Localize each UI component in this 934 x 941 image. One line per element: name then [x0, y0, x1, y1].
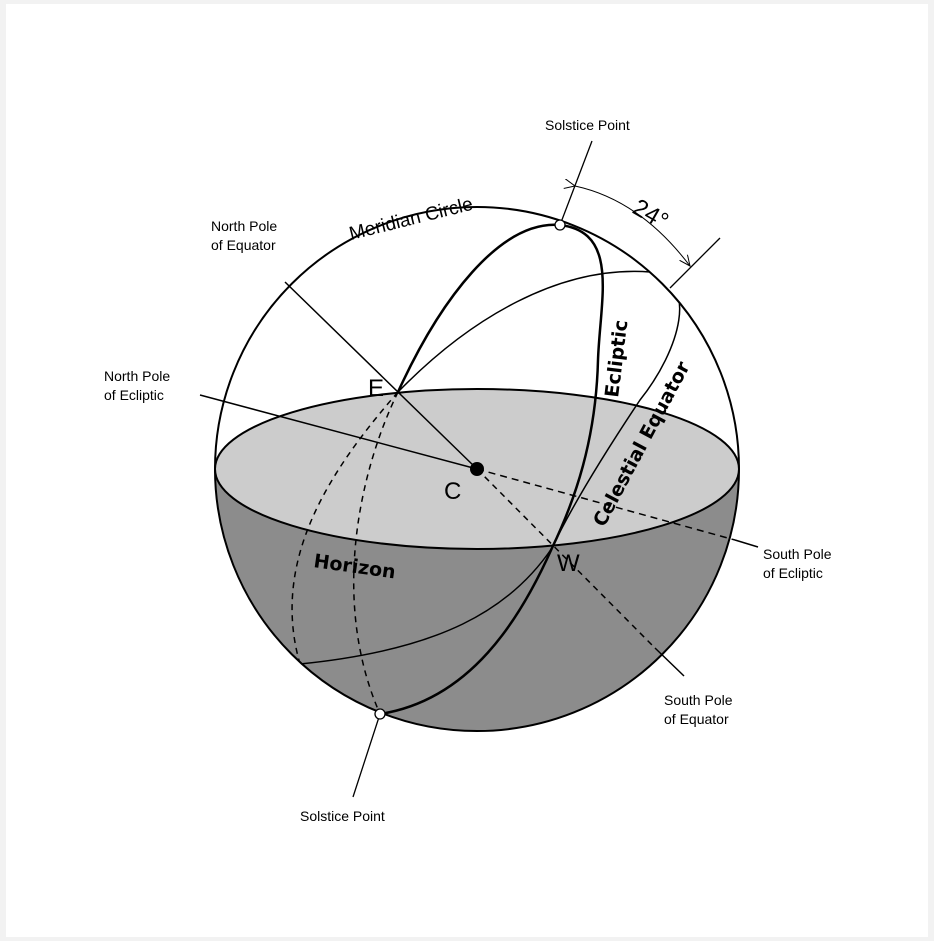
equator-axis-south	[654, 647, 685, 677]
ecliptic-axis-hidden	[476, 468, 736, 541]
ecliptic-hidden	[352, 391, 399, 715]
ecliptic-axis-south	[734, 539, 759, 548]
solstice-line-top	[559, 140, 593, 226]
label-solstice-top: Solstice Point	[545, 117, 630, 133]
label-meridian-circle: Meridian Circle	[347, 194, 475, 245]
label-solstice-bottom: Solstice Point	[300, 808, 385, 824]
angle-arc	[575, 186, 690, 266]
ecliptic-axis-north	[199, 394, 478, 470]
label-west: W	[557, 550, 580, 577]
label-south-pole-equator-line1: South Pole	[664, 692, 733, 708]
sphere-outline	[214, 206, 740, 732]
ecliptic-lower	[379, 547, 554, 716]
label-south-pole-equator-line2: of Equator	[664, 711, 729, 727]
solstice-point-bottom	[374, 708, 386, 720]
label-south-pole-ecliptic-line1: South Pole	[763, 546, 832, 562]
center-point	[470, 462, 484, 476]
angle-tick-equator	[669, 237, 721, 289]
label-south-pole-ecliptic-line2: of Ecliptic	[763, 565, 823, 581]
label-east: E	[368, 375, 384, 402]
equator-axis-north	[284, 281, 478, 470]
celestial-equator-lower	[299, 547, 553, 665]
label-north-pole-equator-line1: North Pole	[211, 218, 277, 234]
solstice-point-top	[554, 219, 566, 231]
label-angle: 24°	[628, 194, 673, 236]
label-center: C	[444, 478, 461, 505]
label-north-pole-ecliptic-line2: of Ecliptic	[104, 387, 164, 403]
solstice-line-bottom	[352, 713, 381, 798]
label-ecliptic: Ecliptic	[601, 319, 632, 399]
label-north-pole-equator-line2: of Equator	[211, 237, 276, 253]
equator-axis-hidden	[476, 468, 656, 649]
label-north-pole-ecliptic-line1: North Pole	[104, 368, 170, 384]
